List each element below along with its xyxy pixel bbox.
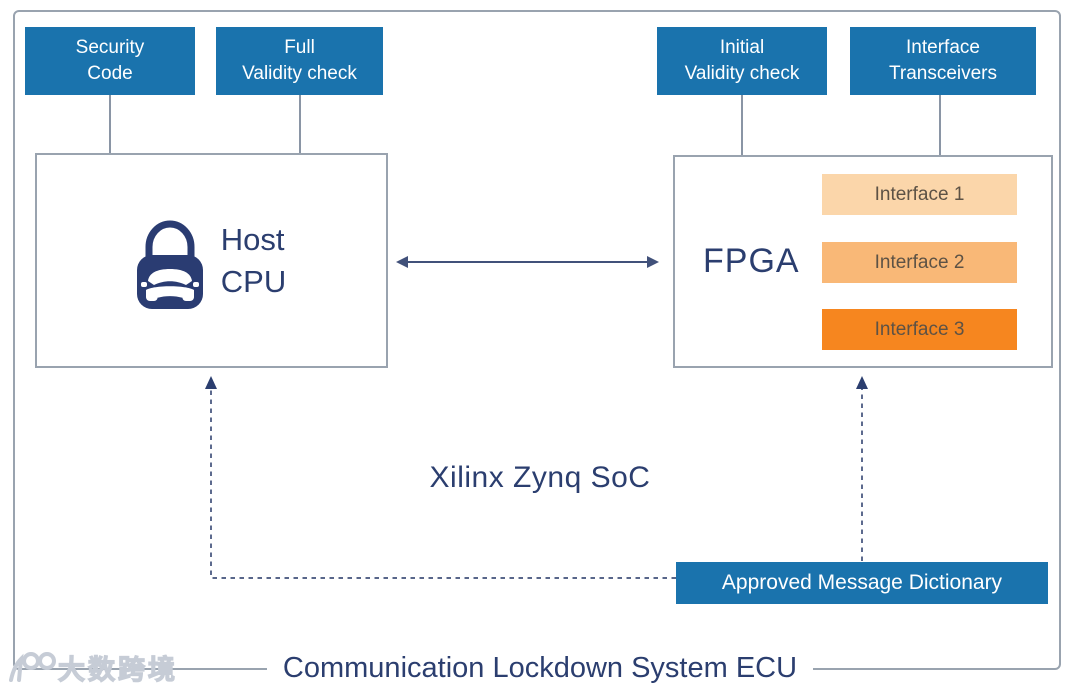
- diagram-title: Communication Lockdown System ECU: [0, 652, 1080, 685]
- host-cpu-label-line: Host: [220, 221, 285, 257]
- fpga-box: FPGA Interface 1 Interface 2 Interface 3: [673, 155, 1053, 368]
- diagram-title-text: Communication Lockdown System ECU: [266, 652, 814, 684]
- host-cpu-box: Host CPU: [35, 153, 388, 368]
- car-lock-icon: [136, 220, 203, 309]
- interface-2-bar: Interface 2: [822, 242, 1017, 283]
- approved-message-dictionary-label: Approved Message Dictionary: [721, 571, 1003, 594]
- interface-2-label: Interface 2: [874, 251, 965, 273]
- interface-1-label: Interface 1: [874, 183, 965, 205]
- watermark-text: 大数跨境: [57, 654, 178, 685]
- watermark-logo-icon: [9, 652, 56, 682]
- module-label-line: Security: [75, 36, 145, 58]
- module-label-line: Full: [284, 36, 315, 58]
- module-security-code: Security Code: [25, 27, 195, 95]
- interface-3-bar: Interface 3: [822, 309, 1017, 350]
- module-label-line: Interface: [906, 36, 980, 58]
- soc-label: Xilinx Zynq SoC: [429, 461, 651, 494]
- module-interface-transceivers: Interface Transceivers: [850, 27, 1036, 95]
- module-label-line: Initial: [719, 36, 765, 58]
- interface-3-label: Interface 3: [874, 318, 965, 340]
- module-label-line: Validity check: [684, 63, 800, 84]
- fpga-label: FPGA: [703, 242, 800, 280]
- host-cpu-label-line: CPU: [220, 263, 287, 299]
- module-label-line: Code: [87, 63, 133, 84]
- watermark: 大数跨境: [4, 646, 178, 688]
- host-cpu-label: Host CPU: [221, 219, 286, 303]
- approved-message-dictionary-box: Approved Message Dictionary: [676, 562, 1048, 604]
- module-full-validity-check: Full Validity check: [216, 27, 383, 95]
- interface-1-bar: Interface 1: [822, 174, 1017, 215]
- module-label-line: Transceivers: [888, 63, 998, 84]
- module-initial-validity-check: Initial Validity check: [657, 27, 827, 95]
- module-label-line: Validity check: [242, 63, 357, 84]
